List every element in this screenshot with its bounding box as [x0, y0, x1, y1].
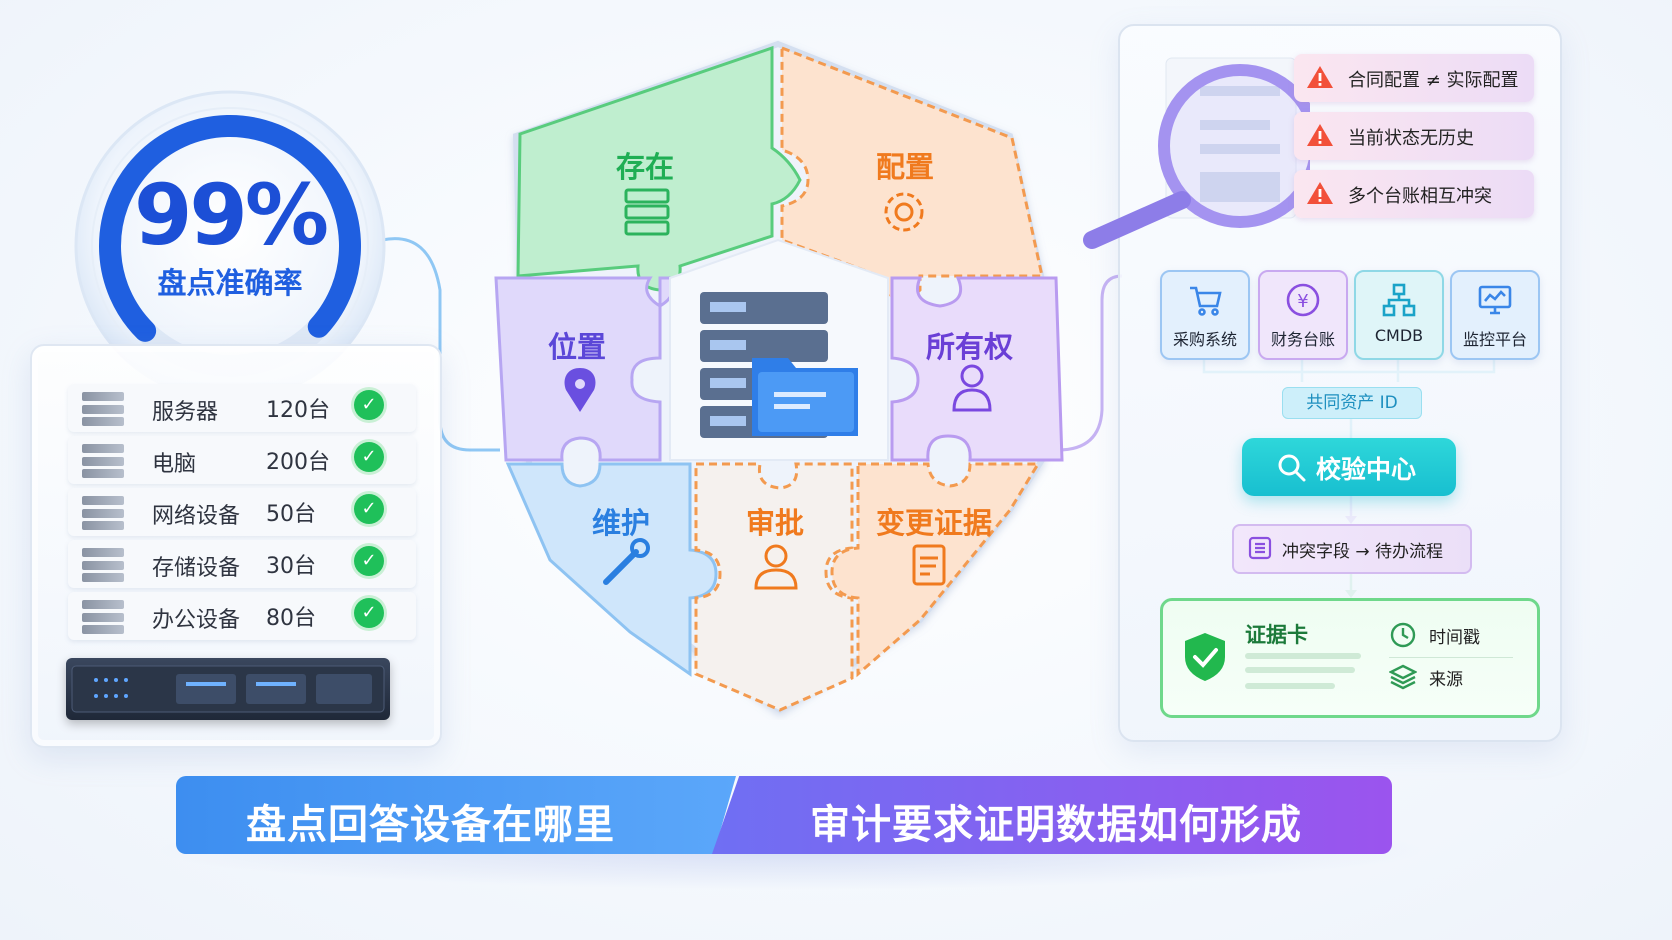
svg-text:¥: ¥ [1297, 291, 1308, 312]
server-icon [82, 444, 124, 478]
server-rack-image [66, 658, 390, 720]
piece-label-location: 位置 [548, 330, 607, 364]
check-icon: ✓ [354, 390, 384, 420]
gauge-value: 99% [133, 166, 329, 264]
alert-text: 合同配置 ≠ 实际配置 [1348, 70, 1519, 91]
evidence-title: 证据卡 [1245, 623, 1308, 647]
check-icon: ✓ [354, 598, 384, 628]
system-label: 采购系统 [1172, 330, 1237, 349]
server-icon [82, 496, 124, 530]
server-icon [82, 600, 124, 634]
inventory-panel: 服务器 120台 ✓ 电脑 200台 ✓ 网络设备 50台 ✓ 存储设备 30台… [30, 344, 442, 748]
conflict-label: 冲突字段 → 待办流程 [1282, 542, 1444, 562]
server-stack-icon [624, 188, 670, 236]
evidence-line [1245, 653, 1361, 659]
piece-configuration [780, 45, 1044, 302]
alert-text: 当前状态无历史 [1348, 128, 1474, 149]
user-icon [952, 364, 992, 412]
inventory-name: 存储设备 [152, 556, 241, 581]
cart-icon [1190, 286, 1222, 316]
piece-label-approval: 审批 [746, 506, 805, 540]
inventory-row: 办公设备 80台 ✓ [68, 592, 416, 640]
inventory-count: 50台 [266, 502, 316, 527]
system-label: 财务台账 [1270, 330, 1335, 349]
system-cmdb: CMDB [1354, 270, 1444, 360]
inventory-count: 200台 [266, 450, 330, 475]
alert-item: 当前状态无历史 [1294, 112, 1534, 160]
banner-inventory: 盘点回答设备在哪里 [176, 776, 736, 854]
inventory-row: 电脑 200台 ✓ [68, 436, 416, 484]
inventory-name: 网络设备 [152, 504, 241, 529]
warning-icon [1307, 182, 1333, 204]
warning-icon [1307, 124, 1333, 146]
monitor-icon [1478, 285, 1512, 315]
document-edit-icon [912, 544, 946, 586]
check-icon: ✓ [354, 546, 384, 576]
hierarchy-icon [1382, 283, 1416, 317]
piece-label-maintenance: 维护 [592, 506, 651, 540]
conflict-workflow: 冲突字段 → 待办流程 [1232, 524, 1472, 574]
banner-right-text: 审计要求证明数据如何形成 [810, 802, 1302, 848]
gauge-ring [74, 90, 386, 402]
magnifier-icon [1083, 57, 1310, 249]
inventory-row: 服务器 120台 ✓ [68, 384, 416, 432]
divider [1389, 657, 1513, 658]
inventory-count: 30台 [266, 554, 316, 579]
alert-text: 多个台账相互冲突 [1348, 186, 1492, 207]
alert-item: 合同配置 ≠ 实际配置 [1294, 54, 1534, 102]
inventory-row: 存储设备 30台 ✓ [68, 540, 416, 588]
evidence-item-label: 时间戳 [1429, 628, 1480, 648]
clock-icon [1390, 622, 1416, 648]
piece-label-change-evidence: 变更证据 [876, 506, 993, 540]
banner-left-text: 盘点回答设备在哪里 [246, 802, 615, 848]
gauge-label: 盘点准确率 [157, 266, 303, 300]
inventory-name: 电脑 [152, 452, 197, 477]
verify-center: 校验中心 [1242, 438, 1456, 496]
system-procurement: 采购系统 [1160, 270, 1250, 360]
shared-asset-id: 共同资产 ID [1282, 387, 1422, 419]
inventory-count: 120台 [266, 398, 330, 423]
server-icon [82, 392, 124, 426]
gear-icon [884, 192, 924, 232]
accuracy-gauge: 99% 盘点准确率 [72, 88, 388, 404]
warning-icon [1307, 66, 1333, 88]
wrench-icon [603, 538, 650, 585]
system-finance: ¥ 财务台账 [1258, 270, 1348, 360]
piece-label-configuration: 配置 [876, 150, 935, 184]
piece-maintenance [505, 462, 718, 677]
gauge-progress-arc [99, 115, 361, 342]
inventory-name: 服务器 [152, 400, 219, 425]
list-icon [1248, 536, 1272, 560]
piece-change-evidence [830, 462, 1041, 678]
verify-center-label: 校验中心 [1316, 455, 1417, 484]
inventory-row: 网络设备 50台 ✓ [68, 488, 416, 536]
system-monitoring: 监控平台 [1450, 270, 1540, 360]
check-icon: ✓ [354, 442, 384, 472]
system-label: CMDB [1374, 326, 1424, 345]
asset-shield: 存在 配置 位置 所有权 维护 审批 变更证据 [490, 40, 1080, 720]
evidence-item-label: 来源 [1429, 670, 1463, 690]
alert-item: 多个台账相互冲突 [1294, 170, 1534, 218]
piece-label-ownership: 所有权 [926, 330, 1014, 364]
shield-check-icon [1185, 633, 1225, 681]
inventory-name: 办公设备 [152, 608, 241, 633]
evidence-line [1245, 667, 1355, 673]
system-label: 监控平台 [1462, 330, 1527, 349]
server-icon [82, 548, 124, 582]
inventory-count: 80台 [266, 606, 316, 631]
evidence-line [1245, 683, 1335, 689]
piece-label-existence: 存在 [616, 150, 675, 184]
evidence-card: 证据卡 时间戳 来源 [1160, 598, 1540, 718]
layers-icon [1389, 664, 1417, 690]
yuan-icon: ¥ [1286, 283, 1320, 317]
server-folder-icon [700, 292, 858, 438]
search-icon [1278, 454, 1306, 482]
location-pin-icon [564, 368, 596, 412]
person-icon [754, 544, 798, 590]
check-icon: ✓ [354, 494, 384, 524]
banner-audit: 审计要求证明数据如何形成 [712, 776, 1392, 854]
